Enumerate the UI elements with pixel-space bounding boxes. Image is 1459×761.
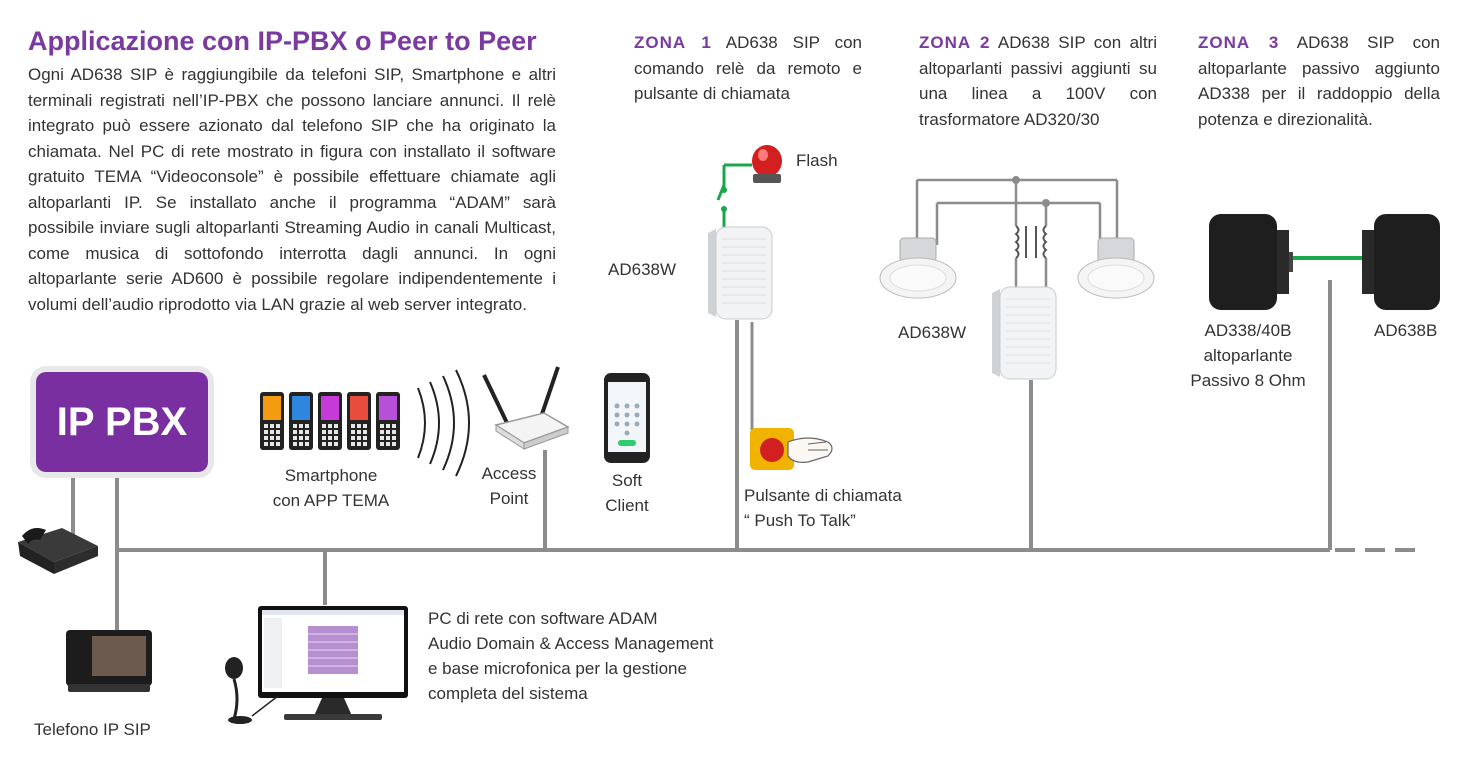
junction-dot (1012, 176, 1020, 184)
access-point-label: Access Point (474, 461, 544, 511)
flash-label: Flash (796, 151, 838, 170)
relay-contact (721, 206, 727, 212)
zone-3-description: ZONA 3 AD638 SIP con altoparlante passiv… (1198, 30, 1440, 132)
ip-pbx-box: IP PBX (36, 372, 208, 472)
smartphone-icon (318, 392, 342, 450)
relay-wire (716, 163, 752, 230)
push-button-label-line-1: Pulsante di chiamata (744, 486, 902, 505)
ip-phone-label: Telefono IP SIP (34, 720, 151, 739)
lan-bus (71, 280, 1425, 630)
push-button-label: Pulsante di chiamata “ Push To Talk” (744, 483, 902, 533)
intro-paragraph: Ogni AD638 SIP è raggiungibile da telefo… (28, 65, 556, 314)
ad638b-speaker-icon (1362, 214, 1440, 310)
soft-client-phone-icon (604, 373, 650, 463)
push-button-label-line-2: “ Push To Talk” (744, 511, 856, 530)
soft-client-label: Soft Client (592, 468, 662, 518)
pc-description-line-1: PC di rete con software ADAM (428, 609, 658, 628)
ad338-label: AD338/40B altoparlante Passivo 8 Ohm (1178, 318, 1318, 393)
access-point-label-line-2: Point (489, 489, 529, 508)
zone-3-text: AD638 SIP con altoparlante passivo aggiu… (1198, 33, 1440, 129)
zone-2-text: AD638 SIP con altri altoparlanti passivi… (919, 33, 1157, 129)
smartphones-icon (260, 392, 400, 450)
smartphone-label-line-1: Smartphone (284, 466, 378, 485)
ceiling-speaker-right-icon (1077, 237, 1155, 299)
zone-1-label: ZONA 1 (634, 33, 712, 52)
pc-description: PC di rete con software ADAM Audio Domai… (428, 606, 713, 706)
soft-client-label-line-2: Client (605, 496, 649, 515)
relay-contact (721, 187, 727, 193)
zone-2-label: ZONA 2 (919, 33, 991, 52)
soft-client-label-line-1: Soft (611, 471, 643, 490)
ad338-speaker-icon (1209, 214, 1293, 310)
smartphones-group (258, 390, 408, 452)
smartphone-icon (289, 392, 313, 450)
pc-description-line-3: e base microfonica per la gestione (428, 659, 687, 678)
zone-2-description: ZONA 2 AD638 SIP con altri altoparlanti … (919, 30, 1157, 132)
zone-1-text: AD638 SIP con comando relè da remoto e p… (634, 33, 862, 103)
transformer-icon (1014, 225, 1048, 259)
smartphone-icon (376, 392, 400, 450)
flash-light-icon (752, 145, 782, 183)
push-button-icon (750, 428, 833, 470)
ip-video-phone-icon (66, 630, 152, 692)
ad638b-label: AD638B (1374, 321, 1438, 340)
ad338-label-line-3: Passivo 8 Ohm (1190, 371, 1306, 390)
junction-dot (1042, 199, 1050, 207)
access-point-label-line-1: Access (481, 464, 537, 483)
smartphone-icon (347, 392, 371, 450)
zone-3-label: ZONA 3 (1198, 33, 1280, 52)
ad338-label-line-2: altoparlante (1203, 346, 1293, 365)
ad638w-speaker-zone2-icon (992, 286, 1057, 380)
zone-1-description: ZONA 1 AD638 SIP con comando relè da rem… (634, 30, 862, 107)
access-point-icon (482, 366, 570, 450)
smartphone-label-line-2: con APP TEMA (272, 491, 390, 510)
ad338-label-line-1: AD338/40B (1204, 321, 1292, 340)
page-title: Applicazione con IP-PBX o Peer to Peer (28, 26, 537, 56)
ad638w-zone2-label: AD638W (898, 323, 967, 342)
pc-description-line-4: completa del sistema (428, 684, 588, 703)
pc-description-line-2: Audio Domain & Access Management (428, 634, 714, 653)
pc-monitor-icon (225, 606, 408, 724)
ceiling-speaker-left-icon (879, 237, 957, 299)
wifi-waves-icon (417, 369, 470, 477)
smartphone-label: Smartphone con APP TEMA (258, 463, 404, 513)
ad638w-zone1-label: AD638W (608, 260, 677, 279)
ad638w-speaker-zone1-icon (708, 226, 773, 320)
smartphone-icon (260, 392, 284, 450)
desk-phone-icon (18, 528, 98, 574)
